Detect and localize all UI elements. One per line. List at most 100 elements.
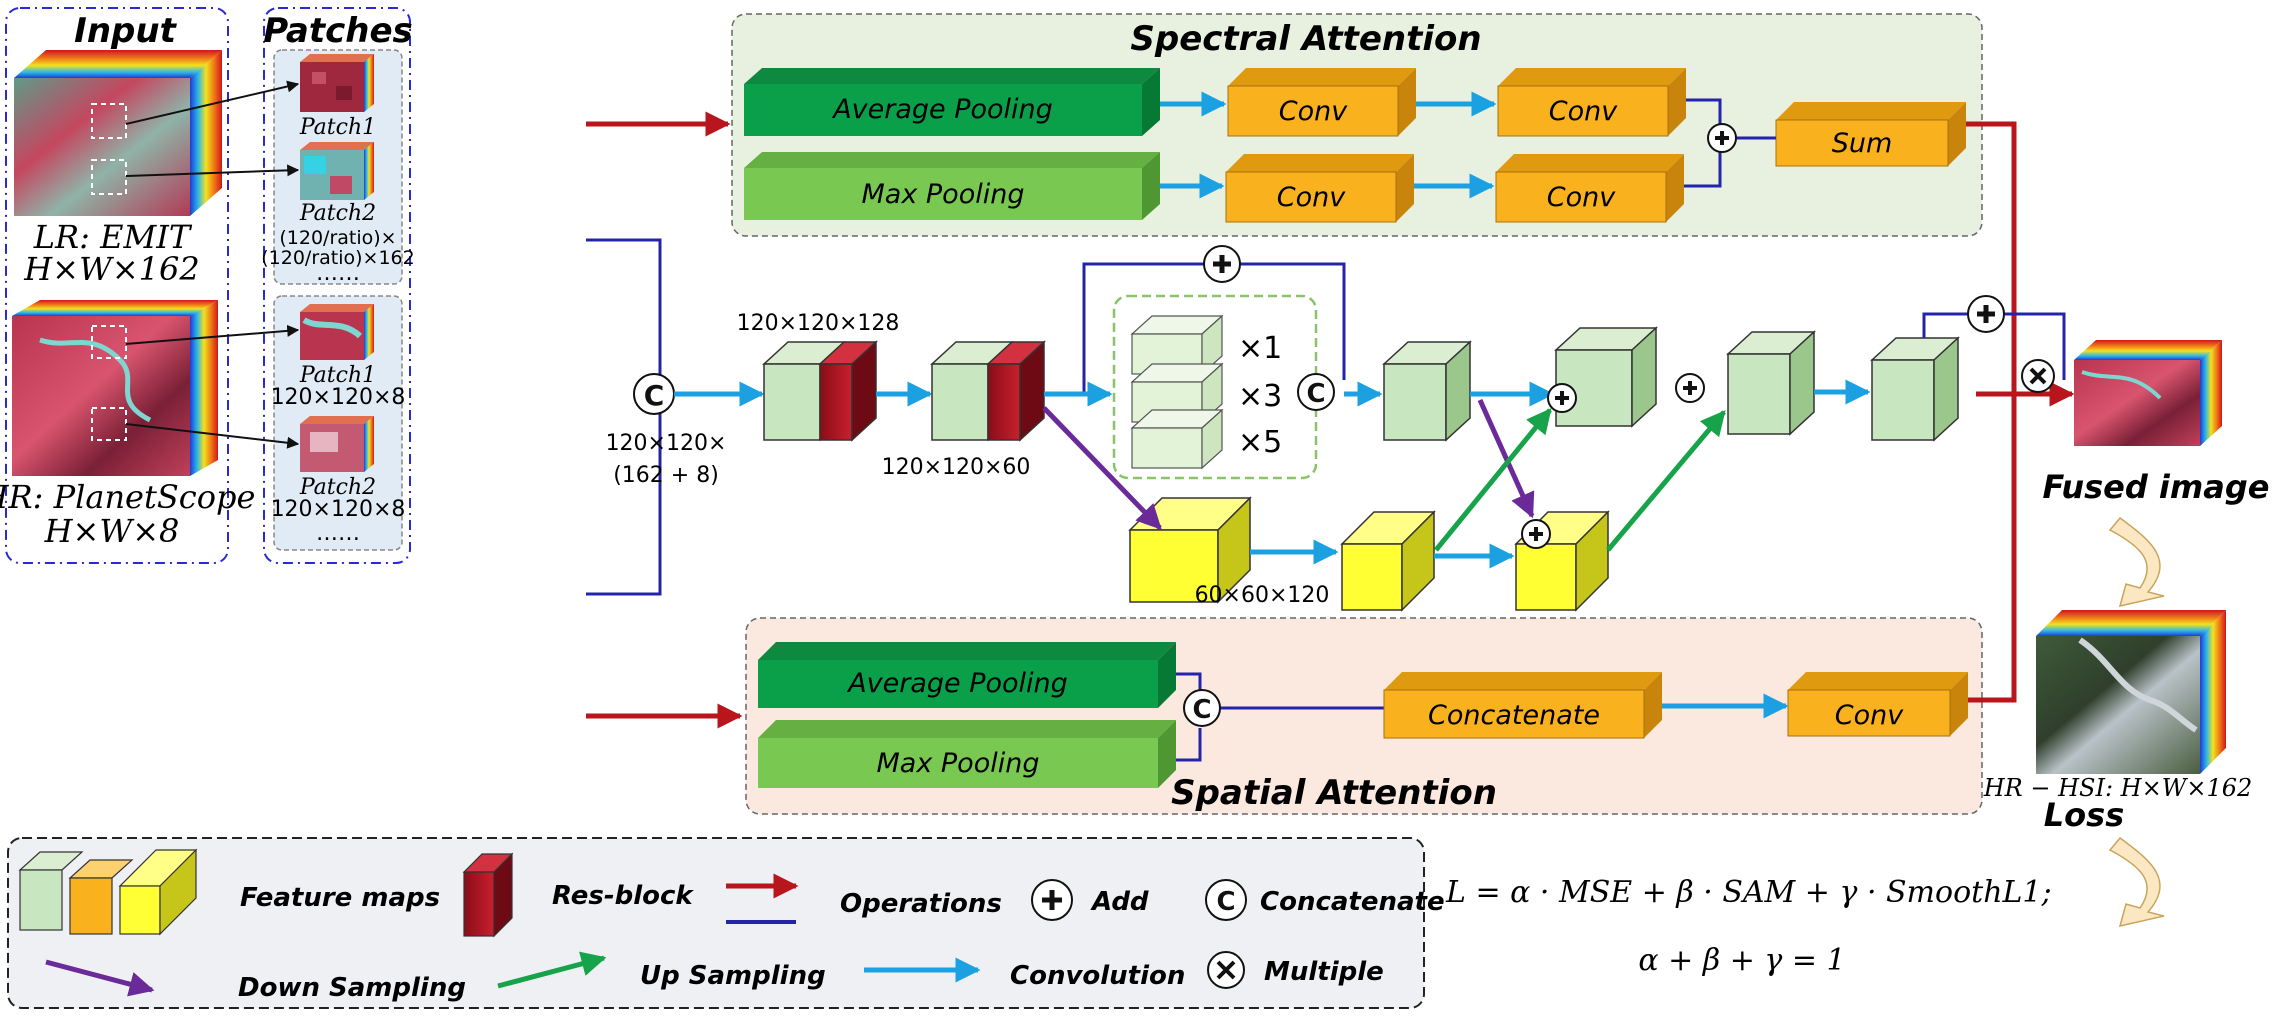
svg-text:C: C <box>1192 695 1211 725</box>
legend-border <box>7 837 1425 1009</box>
legend-multiple-icon <box>1207 951 1245 989</box>
block1-dim: 120×120×128 <box>737 311 900 336</box>
feature-block-5 <box>1726 330 1816 436</box>
feature-block-1 <box>762 340 878 442</box>
spectral-sum-label: Sum <box>1832 128 1893 159</box>
spatial-avg-pool-label: Average Pooling <box>846 668 1068 699</box>
spectral-conv2b-box: Conv <box>1495 154 1684 223</box>
spatial-attention-block: Spatial Attention Average Pooling Max Po… <box>745 617 1983 815</box>
lr-patch1-label: Patch1 <box>299 115 376 140</box>
fused-image-cube <box>2074 340 2222 446</box>
spatial-conv-label: Conv <box>1835 700 1904 731</box>
final-add-op <box>1967 295 2005 333</box>
lr-patch1-marker <box>91 103 127 139</box>
patches-title: Patches <box>263 11 413 51</box>
yellow-add-op <box>1521 519 1551 549</box>
yellow-block-1 <box>1128 496 1252 604</box>
spectral-attention-title: Spectral Attention <box>1130 19 1481 59</box>
hr-planetscope-cube <box>12 300 218 476</box>
spatial-attention-title: Spatial Attention <box>1171 773 1497 813</box>
stack-x3-label: ×3 <box>1238 379 1282 414</box>
svg-text:C: C <box>644 379 665 412</box>
hr-patch1-marker <box>91 325 127 359</box>
hr-patch1-cube <box>300 304 374 360</box>
stack-x1-label: ×1 <box>1238 331 1282 366</box>
input-panel-border <box>5 7 229 564</box>
yellow-block-2 <box>1340 510 1436 612</box>
spatial-concatenate-box: Concatenate <box>1383 672 1662 739</box>
spatial-max-pool-label: Max Pooling <box>877 748 1040 779</box>
lr-ellipsis: …… <box>316 261 360 286</box>
feature-block-6 <box>1870 336 1960 442</box>
down-sampling-arrows <box>1042 398 1535 530</box>
spatial-avg-pool-box: Average Pooling <box>758 642 1176 708</box>
legend-res-block-icon <box>462 852 514 938</box>
hr-name: HR: PlanetScope <box>0 478 255 516</box>
lr-patch1-cube <box>300 54 374 112</box>
spectral-conv2a-box: Conv <box>1225 154 1414 223</box>
operation-arrows <box>586 111 2075 729</box>
lr-patch2-dim1: (120/ratio)× <box>279 227 396 249</box>
spectral-conv2a-label: Conv <box>1277 182 1346 213</box>
loss-formula: L = α · MSE + β · SAM + γ · SmoothL1; <box>1445 875 2052 910</box>
legend-up-sampling: Up Sampling <box>640 961 826 991</box>
legend-concatenate-icon: C <box>1205 879 1247 921</box>
skip-add-op <box>1203 245 1241 283</box>
spatial-conv-box: Conv <box>1787 672 1968 737</box>
legend-add-icon <box>1031 879 1073 921</box>
block4-add-op <box>1547 383 1577 413</box>
patches-panel-border <box>263 7 411 564</box>
spatial-concat-op: C <box>1183 689 1221 727</box>
multiply-op <box>2021 359 2055 393</box>
lr-shape: H×W×162 <box>23 250 200 288</box>
legend-operations: Operations <box>840 889 1002 919</box>
spectral-add-op <box>1707 123 1737 153</box>
patches-panel: Patches Patch1 Patch2 (120/ratio)× (120/… <box>261 7 415 564</box>
hr-patch2-label: Patch2 <box>299 475 376 500</box>
spatial-concatenate-label: Concatenate <box>1428 700 1600 731</box>
stack-layer-x1 <box>1130 314 1224 376</box>
input-panel: Input LR: EMIT H×W×162 HR: PlanetScope H… <box>0 7 255 564</box>
lr-patch2-dim2: (120/ratio)×162 <box>261 247 414 269</box>
patch-to-concat-lines <box>586 238 662 596</box>
concat-dim-line1: 120×120× <box>606 431 727 456</box>
feature-block-2 <box>930 340 1046 442</box>
fused-to-hr-arrow <box>2108 516 2165 608</box>
spectral-max-pool-box: Max Pooling <box>744 152 1160 220</box>
hr-ellipsis: …… <box>316 521 360 546</box>
spectral-conv-arrows <box>1160 91 1497 199</box>
stack-x5-label: ×5 <box>1238 425 1282 460</box>
legend-concatenate: Concatenate <box>1260 887 1445 917</box>
spectral-max-pool-label: Max Pooling <box>862 179 1025 210</box>
spectral-sum-box: Sum <box>1775 102 1966 167</box>
spectral-attention-block: Spectral Attention Average Pooling Max P… <box>731 13 1983 237</box>
legend-feature-maps: Feature maps <box>240 883 440 913</box>
hr-patch2-cube <box>300 416 374 472</box>
spectral-conv1b-label: Conv <box>1549 96 1618 127</box>
fused-image-label: Fused image <box>2043 468 2270 506</box>
spatial-max-pool-box: Max Pooling <box>758 720 1176 788</box>
yellow-dim: 60×60×120 <box>1195 583 1330 608</box>
concat-dim-line2: (162 + 8) <box>613 463 719 488</box>
svg-text:C: C <box>1216 887 1235 917</box>
spectral-conv1b-box: Conv <box>1497 68 1686 137</box>
spectral-conv2b-label: Conv <box>1547 182 1616 213</box>
stack-layer-x5 <box>1130 408 1224 470</box>
spectral-avg-pool-label: Average Pooling <box>831 94 1053 125</box>
mid-add-op <box>1675 373 1705 403</box>
spectral-conv1a-label: Conv <box>1279 96 1348 127</box>
block2-dim: 120×120×60 <box>882 455 1031 480</box>
spectral-conv1a-box: Conv <box>1227 68 1416 137</box>
feature-block-4 <box>1554 326 1658 428</box>
backbone: C 120×120× (162 + 8) 120×120×128 120×120… <box>586 238 2066 612</box>
up-sampling-arrows <box>1434 408 1726 552</box>
lr-name: LR: EMIT <box>33 218 193 256</box>
input-title: Input <box>74 11 177 51</box>
yellow-block-3 <box>1514 510 1610 612</box>
patch-extraction-arrows <box>125 80 300 449</box>
lr-patch2-marker <box>91 159 127 195</box>
lr-patch2-label: Patch2 <box>299 201 376 226</box>
legend: Feature maps Res-block Operations Add C … <box>7 837 1445 1009</box>
legend-down-sampling-icon <box>45 959 155 997</box>
legend-down-sampling: Down Sampling <box>238 973 466 1003</box>
